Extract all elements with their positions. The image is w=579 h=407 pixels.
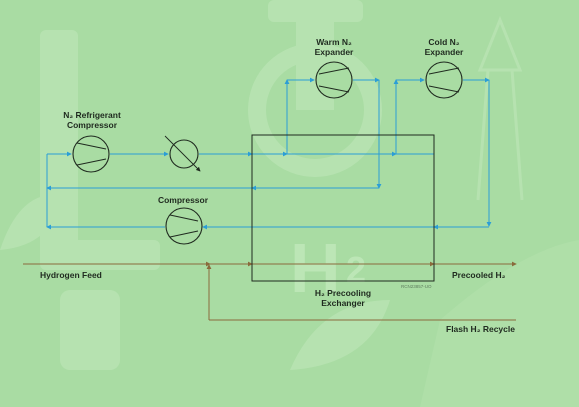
precooled-h2-label: Precooled H₂ [452, 270, 506, 280]
precooling-exchanger-label: H₂ Precooling Exchanger [314, 288, 372, 308]
figure-code: RCN23857-UO [401, 284, 432, 289]
hydrogen-feed-label: Hydrogen Feed [40, 270, 102, 280]
n2-refrigerant-compressor-label: N₂ Refrigerant Compressor [63, 110, 121, 130]
cooler-icon [164, 135, 201, 172]
cold-n2-expander-label: Cold N₂ Expander [424, 37, 464, 57]
recycle-compressor-icon [165, 207, 203, 245]
compressor-label: Compressor [157, 195, 209, 205]
precooling-exchanger-box [251, 134, 435, 282]
cold-n2-expander-icon [425, 61, 463, 99]
h2-watermark-subscript: 2 [346, 249, 366, 290]
n2-refrigerant-compressor-icon [72, 135, 110, 173]
warm-n2-expander-icon [315, 61, 353, 99]
flash-h2-recycle-label: Flash H₂ Recycle [446, 324, 515, 334]
refrigerant-loop [46, 77, 492, 230]
h2-watermark: H [290, 229, 341, 307]
hydrogen-lines [23, 261, 517, 321]
warm-n2-expander-label: Warm N₂ Expander [314, 37, 354, 57]
